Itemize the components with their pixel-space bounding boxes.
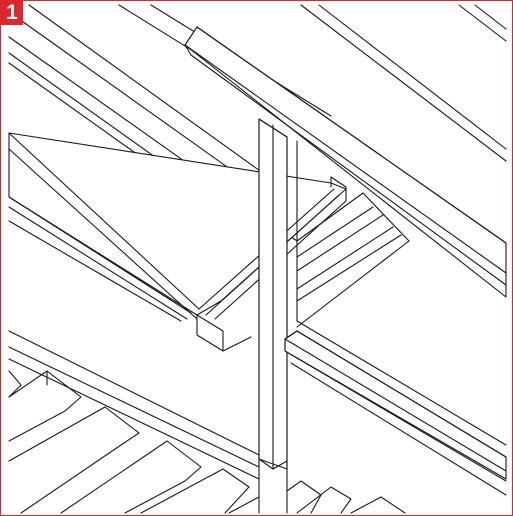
rear-crossbar: [296, 192, 410, 328]
stair-treads: [8, 370, 260, 514]
step-number-badge: 1: [1, 1, 23, 25]
channel-tray-beam: [8, 132, 347, 352]
vertical-column: [258, 118, 298, 514]
lower-left-floor-beam: [8, 330, 260, 480]
bottom-right-treads: [286, 480, 406, 514]
front-lower-right-beam: [284, 320, 507, 496]
main-right-diagonal-beam: [184, 26, 507, 298]
